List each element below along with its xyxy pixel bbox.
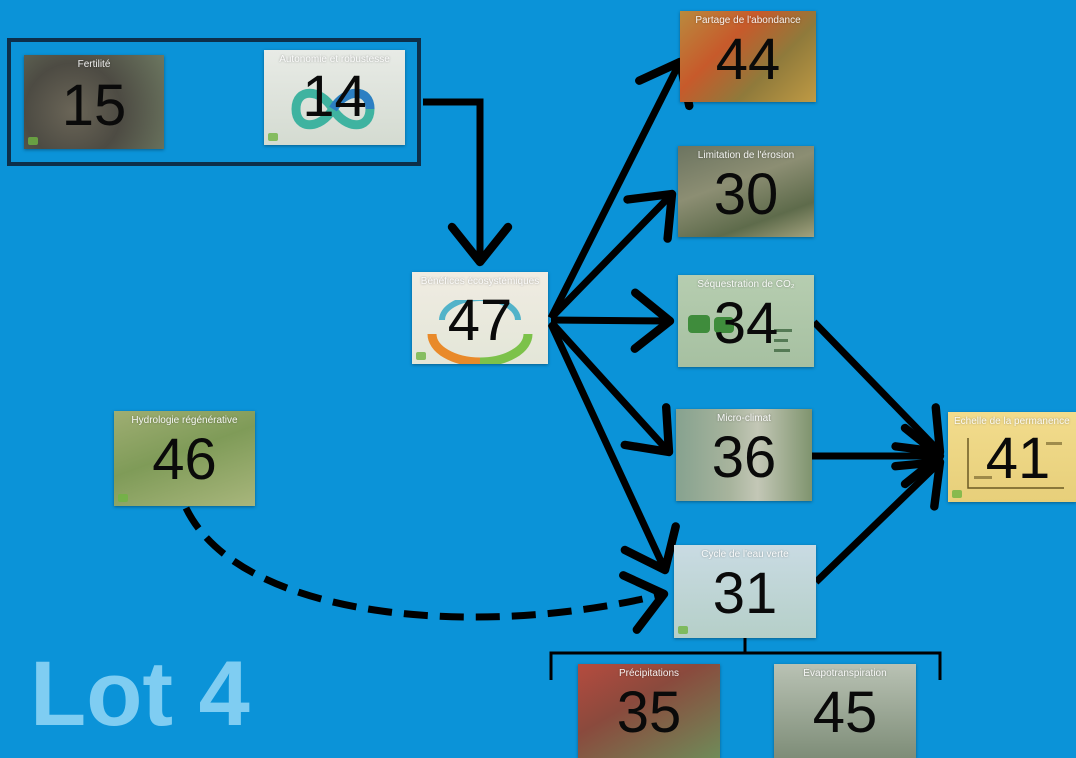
ecosystem-arc-icon: [427, 300, 533, 364]
card-number: 47: [447, 288, 513, 353]
card-autonomie-robustesse[interactable]: Autonomie et robustesse 14: [264, 50, 405, 145]
card-title: Séquestration de CO₂: [697, 279, 795, 290]
arrow-eau-verte-to-permanence: [813, 457, 945, 585]
card-title: Échelle de la permanence: [954, 416, 1070, 427]
card-echelle-permanence[interactable]: Échelle de la permanence 41: [948, 412, 1076, 502]
card-number: 46: [152, 427, 217, 492]
arrow-co2-to-permanence: [811, 319, 945, 457]
logo-icon: [268, 133, 278, 141]
logo-icon: [118, 494, 128, 502]
card-number: 44: [715, 27, 781, 92]
arrow-benefices-to-co2: [550, 288, 675, 353]
card-title: Autonomie et robustesse: [279, 54, 390, 65]
card-title: Bénéfices écosystémiques: [420, 276, 540, 287]
card-benefices-ecosystemiques[interactable]: Bénéfices écosystémiques 47: [412, 272, 548, 364]
card-evapotranspiration[interactable]: Évapotranspiration 45: [774, 664, 916, 758]
card-cycle-eau-verte[interactable]: Cycle de l'eau verte 31: [674, 545, 816, 638]
card-number: 36: [711, 425, 777, 490]
infinity-icon: [291, 88, 375, 130]
arrow-benefices-to-microclimat: [548, 319, 674, 457]
permanence-chart-icon: [967, 438, 1064, 489]
logo-icon: [952, 490, 962, 498]
card-hydrologie-regenerative[interactable]: Hydrologie régénérative 46: [114, 411, 255, 506]
arrow-benefices-to-abondance: [547, 57, 694, 320]
card-limitation-erosion[interactable]: Limitation de l'érosion 30: [678, 146, 814, 237]
card-title: Limitation de l'érosion: [697, 150, 795, 161]
co2-cycle-icon: [688, 315, 792, 352]
arrow-group-to-benefices: [423, 98, 513, 267]
card-title: Micro-climat: [717, 413, 771, 424]
logo-icon: [678, 626, 688, 634]
card-number: 45: [812, 680, 878, 745]
arrow-benefices-to-eau-verte: [547, 322, 680, 575]
logo-icon: [28, 137, 38, 145]
group-box-fertilite-autonomie: [7, 38, 421, 166]
card-number: 35: [616, 680, 682, 745]
card-number: 15: [61, 73, 127, 138]
card-number: 14: [302, 64, 367, 129]
arrow-benefices-to-erosion: [548, 189, 677, 321]
card-title: Cycle de l'eau verte: [701, 549, 789, 560]
card-title: Partage de l'abondance: [695, 15, 801, 26]
lot-label: Lot 4: [30, 643, 250, 745]
card-partage-abondance[interactable]: Partage de l'abondance 44: [680, 11, 816, 102]
card-precipitations[interactable]: Précipitations 35: [578, 664, 720, 758]
card-number: 34: [713, 291, 779, 356]
card-title: Précipitations: [618, 668, 680, 679]
card-micro-climat[interactable]: Micro-climat 36: [676, 409, 812, 501]
logo-icon: [416, 352, 426, 360]
card-title: Fertilité: [77, 59, 111, 70]
card-number: 31: [712, 561, 778, 626]
card-number: 41: [985, 426, 1051, 491]
bracket-eau-verte-components: [549, 636, 942, 680]
card-title: Évapotranspiration: [803, 668, 887, 679]
card-title: Hydrologie régénérative: [131, 415, 238, 426]
card-number: 30: [713, 162, 779, 227]
card-fertilite[interactable]: Fertilité 15: [24, 55, 164, 149]
arrow-hydrologie-to-eau-verte: [182, 506, 669, 634]
card-sequestration-co2[interactable]: Séquestration de CO₂ 34: [678, 275, 814, 367]
